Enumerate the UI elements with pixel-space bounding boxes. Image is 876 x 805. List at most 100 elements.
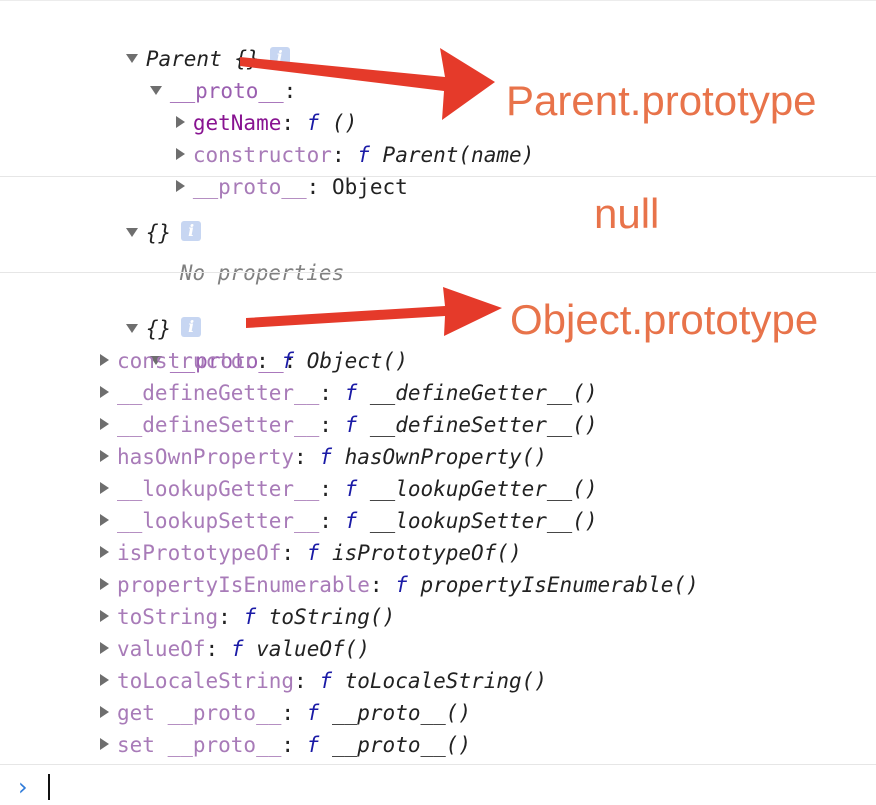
collapse-triangle-right-icon[interactable] <box>100 706 109 718</box>
annotation-null: null <box>594 190 660 237</box>
proto-row[interactable]: __proto__: <box>74 43 296 103</box>
function-signature: __lookupSetter__() <box>369 509 598 533</box>
property-key: toString <box>117 605 219 629</box>
expand-triangle-down-icon[interactable] <box>149 85 162 95</box>
property-row[interactable]: get __proto__: f __proto__() <box>100 697 471 729</box>
chevron-right-icon: › <box>18 773 28 801</box>
text-cursor <box>48 774 50 800</box>
annotation-parent-prototype: Parent.prototype <box>506 77 817 124</box>
property-row[interactable]: set __proto__: f __proto__() <box>100 729 471 761</box>
property-key: getName <box>192 111 282 135</box>
collapse-triangle-right-icon[interactable] <box>100 642 109 654</box>
function-keyword: f <box>357 143 370 167</box>
function-keyword: f <box>230 637 244 661</box>
property-row[interactable]: __defineGetter__: f __defineGetter__() <box>100 377 597 409</box>
function-keyword: f <box>344 381 358 405</box>
collapse-triangle-right-icon[interactable] <box>100 514 109 526</box>
property-key: valueOf <box>117 637 206 661</box>
property-row[interactable]: isPrototypeOf: f isPrototypeOf() <box>100 537 522 569</box>
console-entry-empty-object: {} i No properties <box>0 176 876 285</box>
collapse-triangle-right-icon[interactable] <box>100 578 109 590</box>
object-header-row[interactable]: {} i <box>50 185 202 245</box>
collapse-triangle-right-icon[interactable] <box>100 546 109 558</box>
object-header-row[interactable]: {} i <box>50 281 202 341</box>
function-keyword: f <box>319 669 332 693</box>
property-row[interactable]: getName: f () <box>100 75 357 135</box>
function-keyword: f <box>281 349 295 373</box>
function-signature: valueOf() <box>256 637 370 661</box>
expand-triangle-down-icon[interactable] <box>125 323 138 333</box>
function-signature: () <box>331 111 358 135</box>
function-keyword: f <box>243 605 257 629</box>
proto-row[interactable]: __proto__: <box>74 313 296 373</box>
function-keyword: f <box>306 111 320 135</box>
function-keyword: f <box>344 477 358 501</box>
collapse-triangle-right-icon[interactable] <box>100 610 109 622</box>
console-entry-object: {} i __proto__: constructor: f Object() _… <box>0 272 876 765</box>
property-key: propertyIsEnumerable <box>117 573 370 597</box>
property-key: constructor <box>117 349 257 373</box>
proto-key: __proto__ <box>169 79 284 103</box>
function-signature: propertyIsEnumerable() <box>420 573 699 597</box>
property-row[interactable]: __defineSetter__: f __defineSetter__() <box>100 409 597 441</box>
property-row[interactable]: toString: f toString() <box>100 601 395 633</box>
function-signature: __lookupGetter__() <box>369 477 598 501</box>
console-prompt[interactable]: › <box>0 764 876 805</box>
property-row[interactable]: hasOwnProperty: f hasOwnProperty() <box>100 441 547 473</box>
expand-triangle-down-icon[interactable] <box>149 355 162 365</box>
info-icon[interactable]: i <box>181 317 202 337</box>
property-value: Object <box>331 175 408 199</box>
property-row[interactable]: __lookupGetter__: f __lookupGetter__() <box>100 473 597 505</box>
property-key: get __proto__ <box>117 701 282 725</box>
property-row[interactable]: __proto__: Object <box>100 139 408 199</box>
info-icon[interactable]: i <box>181 221 202 241</box>
empty-properties-note: No properties <box>179 261 345 285</box>
property-row[interactable]: valueOf: f valueOf() <box>100 633 370 665</box>
function-signature: isPrototypeOf() <box>331 541 522 565</box>
collapse-triangle-right-icon[interactable] <box>175 180 185 192</box>
expand-triangle-down-icon[interactable] <box>125 227 138 237</box>
function-keyword: f <box>306 733 320 757</box>
property-row[interactable]: toLocaleString: f toLocaleString() <box>100 665 547 697</box>
property-row[interactable]: constructor: f Object() <box>100 345 408 377</box>
expand-triangle-down-icon[interactable] <box>125 53 138 63</box>
property-key: __lookupGetter__ <box>117 477 320 501</box>
collapse-triangle-right-icon[interactable] <box>100 418 109 430</box>
function-keyword: f <box>344 413 358 437</box>
object-header: {} <box>145 317 172 341</box>
property-row[interactable]: constructor: f Parent(name) <box>100 107 534 167</box>
function-signature: toLocaleString() <box>344 669 547 693</box>
collapse-triangle-right-icon[interactable] <box>175 148 185 160</box>
annotation-object-prototype: Object.prototype <box>510 296 819 343</box>
function-signature: hasOwnProperty() <box>344 445 547 469</box>
collapse-triangle-right-icon[interactable] <box>100 354 109 366</box>
collapse-triangle-right-icon[interactable] <box>100 386 109 398</box>
property-key: __defineGetter__ <box>117 381 320 405</box>
property-key: toLocaleString <box>117 669 295 693</box>
function-signature: __defineSetter__() <box>369 413 598 437</box>
function-keyword: f <box>306 541 320 565</box>
property-key: __proto__ <box>192 175 307 199</box>
function-keyword: f <box>395 573 408 597</box>
collapse-triangle-right-icon[interactable] <box>175 116 185 128</box>
function-signature: __proto__() <box>331 701 472 725</box>
proto-key: __proto__ <box>169 349 284 373</box>
function-signature: __proto__() <box>331 733 472 757</box>
property-key: constructor <box>192 143 332 167</box>
collapse-triangle-right-icon[interactable] <box>100 674 109 686</box>
collapse-triangle-right-icon[interactable] <box>100 450 109 462</box>
function-signature: Parent(name) <box>382 143 535 167</box>
console-entry-parent: Parent {}i __proto__: getName: f () cons… <box>0 0 876 199</box>
object-header: {} <box>145 221 172 245</box>
property-row[interactable]: __lookupSetter__: f __lookupSetter__() <box>100 505 597 537</box>
collapse-triangle-right-icon[interactable] <box>100 482 109 494</box>
collapse-triangle-right-icon[interactable] <box>100 738 109 750</box>
property-row[interactable]: propertyIsEnumerable: f propertyIsEnumer… <box>100 569 699 601</box>
function-signature: Object() <box>306 349 408 373</box>
function-keyword: f <box>319 445 332 469</box>
property-key: __defineSetter__ <box>117 413 320 437</box>
property-key: __lookupSetter__ <box>117 509 320 533</box>
